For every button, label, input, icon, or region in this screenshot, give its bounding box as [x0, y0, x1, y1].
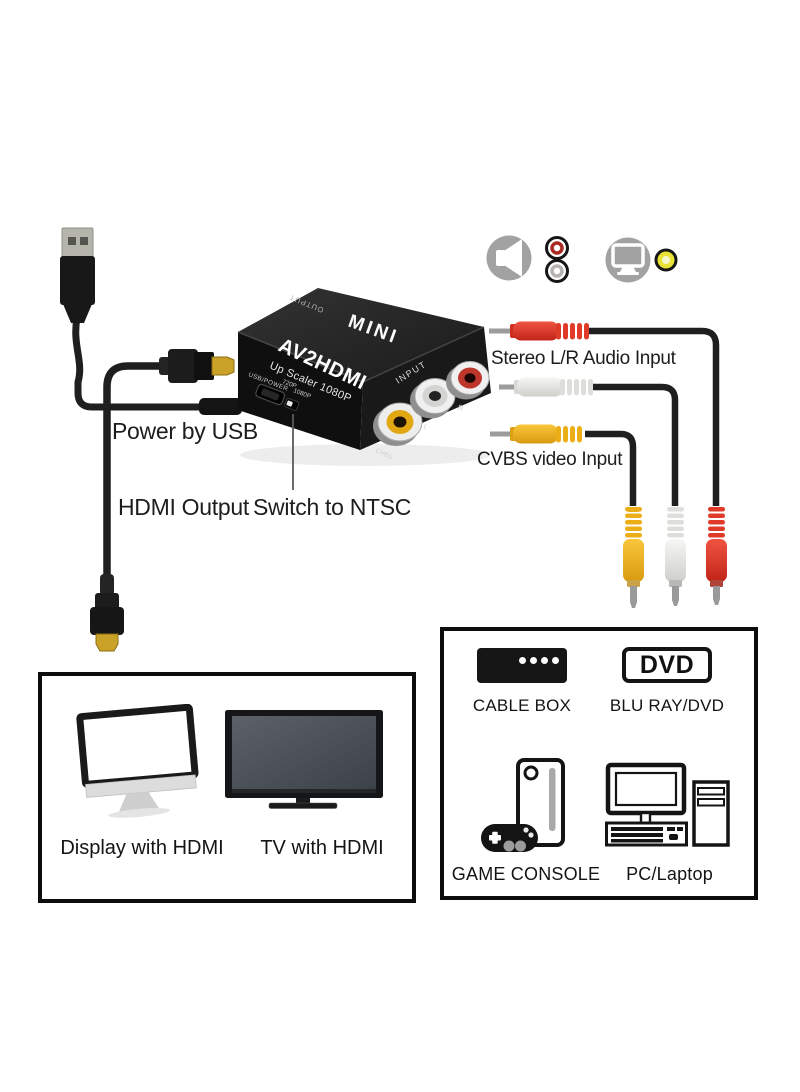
game-console-label: GAME CONSOLE: [451, 864, 601, 884]
rca-jack-left-icon: [410, 378, 456, 419]
rca-plug-yellow-down-icon: [623, 507, 644, 608]
monitor-icon: [605, 237, 651, 283]
switch-to-ntsc-label: Switch to NTSC: [253, 494, 412, 520]
gamepad-icon: [481, 824, 538, 852]
jack-left-text: L: [422, 423, 429, 431]
cable-box-label: CABLE BOX: [472, 696, 572, 715]
keyboard-keys: [611, 827, 683, 843]
usb-power-port: [255, 383, 286, 406]
jack-right-text: R: [456, 403, 465, 414]
game-console-icon: [481, 758, 565, 852]
hdmi-output-label: HDMI Output: [118, 494, 249, 520]
av2hdmi-converter: MINI AV2HDMI Up Scaler 1080P OUTPUT INPU…: [237, 288, 491, 466]
av-sources-panel: CABLE BOX DVD BLU RAY/DVD GAME CONSOLE: [440, 627, 758, 900]
rca-plug-yellow-icon: [490, 424, 582, 444]
cvbs-video-input-label: CVBS video Input: [477, 449, 623, 470]
legend-icons: [486, 235, 678, 283]
hdmi-displays-panel: Display with HDMI TV with HDMI: [38, 672, 416, 903]
dvd-logo-text: DVD: [639, 650, 695, 679]
cable-box-icon: [477, 648, 567, 683]
rca-plug-red-icon: [489, 321, 589, 341]
rca-plug-red-down-icon: [706, 507, 727, 605]
stereo-audio-input-label: Stereo L/R Audio Input: [491, 348, 676, 369]
hdmi-plug-end-icon: [90, 574, 124, 652]
speaker-icon: [486, 235, 532, 281]
power-by-usb-label: Power by USB: [112, 418, 258, 444]
display-with-hdmi-label: Display with HDMI: [60, 837, 224, 859]
rca-plug-white-icon: [499, 377, 593, 397]
tv-icon: [225, 710, 383, 809]
rca-red-white-icon: [545, 236, 569, 283]
rca-plug-white-down-icon: [665, 507, 686, 606]
rca-yellow-icon: [654, 248, 678, 272]
bluray-dvd-label: BLU RAY/DVD: [609, 696, 725, 715]
dvd-logo: DVD: [622, 647, 712, 683]
hdmi-output-cable: [90, 349, 235, 652]
pc-laptop-label: PC/Laptop: [626, 864, 713, 884]
pc-icon: [605, 762, 730, 847]
rca-jack-cvbs-icon: [373, 402, 423, 446]
display-monitor-icon: [76, 704, 199, 818]
av-cables: [489, 321, 727, 608]
tv-with-hdmi-label: TV with HDMI: [260, 837, 384, 859]
resolution-switch: [284, 397, 300, 411]
hdmi-plug-icon: [159, 349, 235, 383]
switch-720p-text: 720P: [281, 378, 297, 390]
usb-power-cable: [60, 227, 255, 415]
usb-a-connector-icon: [60, 227, 95, 323]
cable-box-dots: [519, 657, 559, 664]
rca-jack-right-icon: [446, 361, 490, 400]
